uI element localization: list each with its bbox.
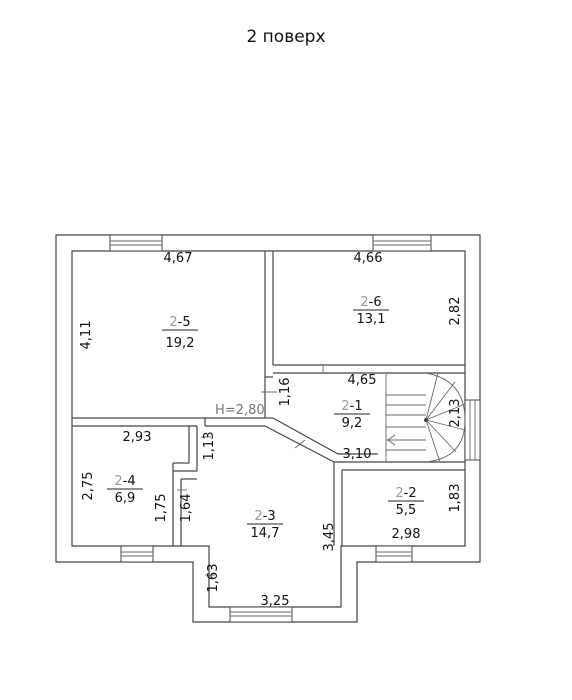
room-id-3: 2-4 <box>114 474 135 489</box>
room-area-1: 13,1 <box>357 312 386 327</box>
dimension-label-17: 3,25 <box>261 594 290 609</box>
dimension-label-12: 1,64 <box>179 494 194 523</box>
room-id-0: 2-5 <box>169 315 190 330</box>
window-top-left <box>109 234 163 252</box>
room-id-4: 2-3 <box>254 509 275 524</box>
page-title: 2 поверх <box>246 27 326 47</box>
dimension-label-1: 4,66 <box>354 251 383 266</box>
room-id-prefix: 2 <box>114 474 122 489</box>
room-id-prefix: 2 <box>169 315 177 330</box>
room-id-suffix: -1 <box>350 399 363 414</box>
room-area-4: 14,7 <box>251 526 280 541</box>
room-area-2: 9,2 <box>342 416 363 431</box>
room-id-prefix: 2 <box>341 399 349 414</box>
window-bottom-left <box>120 545 154 563</box>
staircase <box>385 372 466 463</box>
room-id-suffix: -5 <box>178 315 191 330</box>
dimension-label-9: 3,10 <box>343 447 372 462</box>
dimension-label-8: 1,13 <box>202 432 217 461</box>
outer-wall-inner <box>71 250 466 608</box>
room-id-1: 2-6 <box>360 295 381 310</box>
dimension-ticks <box>177 365 324 576</box>
room-id-prefix: 2 <box>360 295 368 310</box>
dimension-label-4: 4,65 <box>348 373 377 388</box>
room-id-prefix: 2 <box>395 486 403 501</box>
room-area-0: 19,2 <box>166 336 195 351</box>
dimension-label-16: 1,63 <box>206 564 221 593</box>
room-id-2: 2-1 <box>341 399 362 414</box>
dimension-label-10: 2,75 <box>81 472 96 501</box>
window-right <box>464 399 481 461</box>
room-area-5: 5,5 <box>396 503 417 518</box>
dimension-label-2: 4,11 <box>79 321 94 350</box>
room-id-prefix: 2 <box>254 509 262 524</box>
dimension-label-7: 2,93 <box>123 430 152 445</box>
dimension-label-0: 4,67 <box>164 251 193 266</box>
room-id-suffix: -6 <box>369 295 382 310</box>
window-bottom-center <box>229 606 293 623</box>
room-area-3: 6,9 <box>115 491 136 506</box>
room-id-suffix: -2 <box>404 486 417 501</box>
interior-walls <box>72 251 465 546</box>
ceiling-height-label: H=2,80 <box>215 403 265 418</box>
room-id-suffix: -4 <box>123 474 136 489</box>
dimension-label-11: 1,75 <box>154 494 169 523</box>
dimension-label-6: 2,13 <box>448 399 463 428</box>
window-bottom-right <box>375 545 413 563</box>
room-id-suffix: -3 <box>263 509 276 524</box>
room-id-5: 2-2 <box>395 486 416 501</box>
dimension-label-5: 1,16 <box>278 378 293 407</box>
outer-wall-outer <box>55 234 481 623</box>
dimension-label-15: 2,98 <box>392 527 421 542</box>
dimension-label-3: 2,82 <box>448 297 463 326</box>
window-top-right <box>372 234 432 252</box>
dimension-label-14: 1,83 <box>448 484 463 513</box>
dimension-label-13: 3,45 <box>322 523 337 552</box>
